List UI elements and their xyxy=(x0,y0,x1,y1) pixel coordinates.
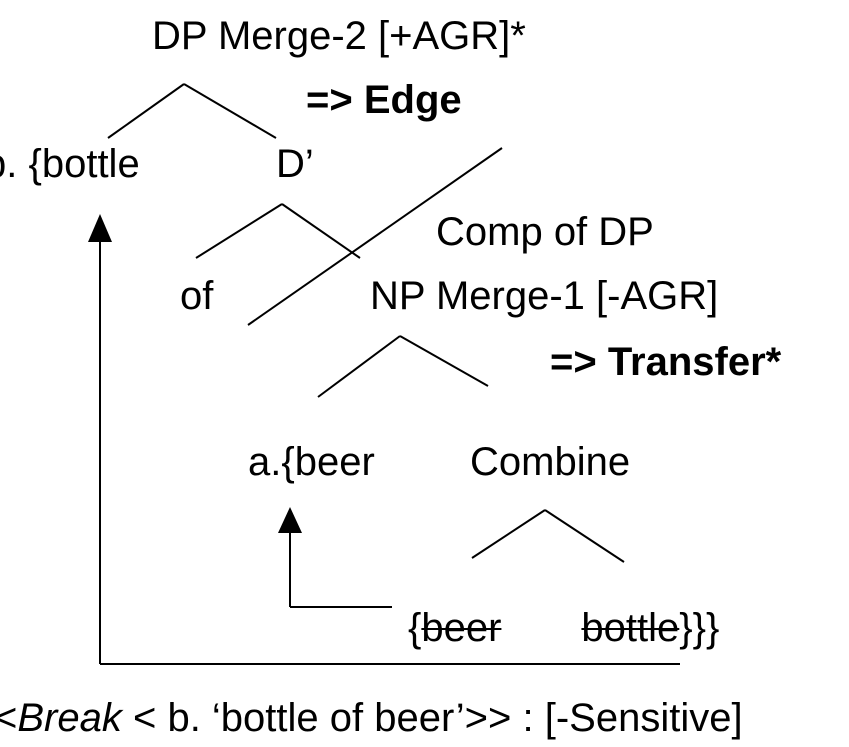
close-braces: }}} xyxy=(679,606,720,650)
dp-merge-2-label: DP Merge-2 [+AGR]* xyxy=(152,14,526,58)
combine-left-branch xyxy=(471,509,546,559)
struck-bottle: bottle xyxy=(581,606,680,650)
base-terminals: {beer bottle}}} xyxy=(408,605,719,651)
of-label: of xyxy=(180,274,214,318)
a-beer-label: a.{beer xyxy=(248,440,375,484)
beer-arrow-head xyxy=(278,507,302,533)
d-prime-label: D’ xyxy=(276,142,314,186)
break-word: Break xyxy=(17,696,122,740)
open-brace: { xyxy=(408,606,422,650)
bottle-arrow-head xyxy=(88,214,112,242)
comp-of-dp-label: Comp of DP xyxy=(436,210,654,254)
combine-right-branch xyxy=(544,509,625,563)
transfer-label: => Transfer* xyxy=(550,340,782,384)
dprime-right-branch xyxy=(281,203,361,259)
comp-diagonal-line xyxy=(247,147,503,326)
dp-right-branch xyxy=(183,83,277,139)
footer-prefix: < xyxy=(0,696,18,740)
combine-label: Combine xyxy=(470,440,631,484)
edge-label: => Edge xyxy=(306,78,462,122)
np-right-branch xyxy=(399,335,489,387)
dp-left-branch xyxy=(107,83,185,139)
np-merge-1-label: NP Merge-1 [-AGR] xyxy=(370,274,719,318)
dprime-left-branch xyxy=(195,203,283,259)
footer-rest: < b. ‘bottle of beer’>> : [-Sensitive] xyxy=(121,696,743,740)
struck-beer: beer xyxy=(421,606,502,650)
np-left-branch xyxy=(317,335,401,398)
break-footer: <Break < b. ‘bottle of beer’>> : [-Sensi… xyxy=(0,695,743,741)
b-bottle-label: b. {bottle xyxy=(0,142,140,186)
